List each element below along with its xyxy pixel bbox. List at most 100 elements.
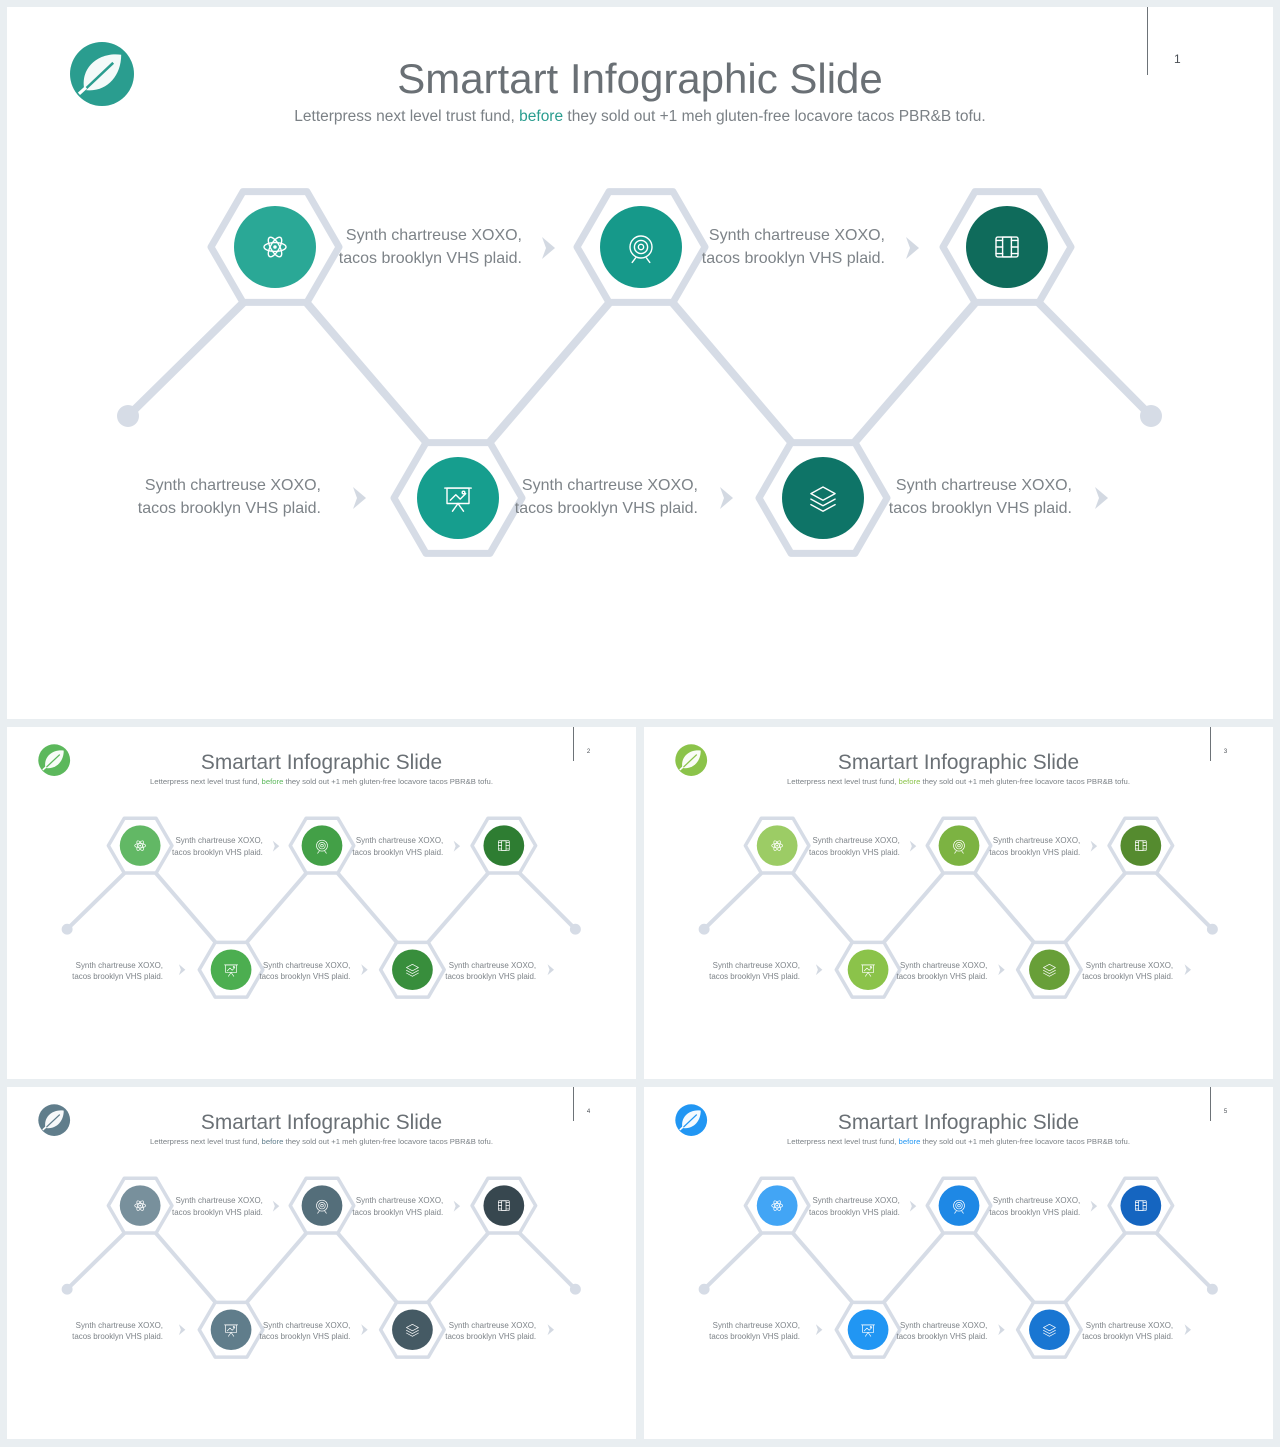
- step-description: Synth chartreuse XOXO,tacos brooklyn VHS…: [138, 475, 321, 520]
- step-description: Synth chartreuse XOXO,tacos brooklyn VHS…: [445, 1320, 536, 1343]
- step-text-line-1: Synth chartreuse XOXO,: [812, 1196, 900, 1206]
- target-icon: [316, 839, 328, 854]
- subtitle-text-start: Letterpress next level trust fund,: [787, 1137, 899, 1147]
- connector-end-dot: [61, 1283, 73, 1295]
- film-icon: [1135, 840, 1147, 851]
- step-description: Synth chartreuse XOXO,tacos brooklyn VHS…: [352, 835, 443, 858]
- chevron-right-icon: [815, 1324, 823, 1336]
- step-text-line-2: tacos brooklyn VHS plaid.: [1082, 971, 1174, 981]
- slide-title: Smartart Infographic Slide: [200, 1110, 443, 1134]
- chevron-right-icon: [361, 964, 368, 976]
- connector-end-dot: [1206, 923, 1218, 935]
- chevron-right-icon: [1090, 840, 1098, 852]
- subtitle-highlight: before: [261, 1137, 284, 1147]
- connector-line: [335, 870, 400, 945]
- connector-line: [881, 1230, 946, 1305]
- connector-line: [153, 870, 218, 945]
- presentation-icon: [861, 964, 875, 977]
- atom-icon: [263, 236, 287, 258]
- connector-end-dot: [569, 1283, 581, 1295]
- subtitle-highlight: before: [898, 777, 921, 787]
- subtitle-text-end: they sold out +1 meh gluten-free locavor…: [285, 777, 493, 787]
- step-description: Synth chartreuse XOXO,tacos brooklyn VHS…: [809, 1195, 900, 1218]
- chevron-right-icon: [178, 1324, 186, 1336]
- step-circle: [1120, 1185, 1162, 1226]
- target-icon: [953, 1199, 965, 1214]
- subtitle-text-end: they sold out +1 meh gluten-free locavor…: [922, 777, 1130, 787]
- step-circle: [210, 949, 252, 991]
- step-circle: [600, 206, 682, 288]
- chevron-right-icon: [1184, 964, 1192, 976]
- step-text-line-1: Synth chartreuse XOXO,: [895, 477, 1072, 495]
- page-number: 2: [586, 749, 591, 756]
- step-text-line-1: Synth chartreuse XOXO,: [708, 227, 885, 245]
- connector-line: [124, 298, 248, 420]
- subtitle-text-end: they sold out +1 meh gluten-free locavor…: [285, 1137, 493, 1147]
- connector-line: [244, 1230, 309, 1305]
- chevron-right-icon: [1090, 1200, 1098, 1212]
- slide-subtitle: Letterpress next level trust fund, befor…: [644, 1137, 1273, 1146]
- step-circle: [417, 457, 499, 539]
- step-text-line-2: tacos brooklyn VHS plaid.: [72, 1331, 164, 1341]
- connector-line: [881, 870, 946, 945]
- step-text-line-2: tacos brooklyn VHS plaid.: [514, 499, 698, 517]
- hexagon-process-diagram: [70, 42, 1162, 557]
- step-text-line-1: Synth chartreuse XOXO,: [262, 960, 351, 970]
- step-text-line-2: tacos brooklyn VHS plaid.: [989, 1207, 1081, 1217]
- step-text-line-1: Synth chartreuse XOXO,: [899, 960, 988, 970]
- step-text-line-2: tacos brooklyn VHS plaid.: [896, 1331, 988, 1341]
- slide-title: Smartart Infographic Slide: [837, 1110, 1080, 1134]
- connector-line: [1154, 1230, 1215, 1292]
- connector-line: [65, 1230, 127, 1292]
- presentation-icon: [224, 964, 238, 977]
- step-text-line-2: tacos brooklyn VHS plaid.: [137, 499, 321, 517]
- connector-end-dot: [698, 923, 710, 935]
- step-text-line-1: Synth chartreuse XOXO,: [345, 227, 522, 245]
- connector-line: [668, 298, 796, 447]
- step-text-line-1: Synth chartreuse XOXO,: [1085, 1320, 1174, 1330]
- step-circle: [483, 1185, 525, 1226]
- layers-icon: [406, 1323, 419, 1337]
- step-text-line-2: tacos brooklyn VHS plaid.: [72, 971, 164, 981]
- page-number: 4: [586, 1109, 591, 1116]
- connector-line: [244, 870, 309, 945]
- connector-end-dot: [61, 923, 73, 935]
- connector-end-dot: [117, 405, 139, 427]
- step-description: Synth chartreuse XOXO,tacos brooklyn VHS…: [72, 960, 163, 983]
- connector-end-dot: [569, 923, 581, 935]
- step-description: Synth chartreuse XOXO,tacos brooklyn VHS…: [172, 835, 263, 858]
- film-icon: [995, 236, 1019, 258]
- chevron-right-icon: [909, 840, 917, 852]
- chevron-right-icon: [353, 487, 366, 509]
- connector-line: [1062, 1230, 1128, 1305]
- step-text-line-2: tacos brooklyn VHS plaid.: [445, 971, 537, 981]
- page-divider-line: [573, 1087, 575, 1121]
- step-description: Synth chartreuse XOXO,tacos brooklyn VHS…: [445, 960, 536, 983]
- connector-line: [425, 1230, 491, 1305]
- subtitle-text-start: Letterpress next level trust fund,: [787, 777, 899, 787]
- film-icon: [498, 1200, 510, 1211]
- step-text-line-1: Synth chartreuse XOXO,: [992, 1196, 1081, 1206]
- step-circle: [301, 1185, 343, 1226]
- slide-subtitle: Letterpress next level trust fund, befor…: [7, 1137, 636, 1146]
- step-circle: [301, 825, 343, 866]
- subtitle-text-start: Letterpress next level trust fund,: [150, 1137, 262, 1147]
- connector-end-dot: [698, 1283, 710, 1295]
- target-icon: [629, 235, 653, 264]
- hexagon-process-diagram: [38, 1104, 581, 1359]
- step-circle: [392, 1309, 433, 1351]
- layers-icon: [1043, 1323, 1056, 1337]
- step-text-line-2: tacos brooklyn VHS plaid.: [171, 847, 263, 857]
- step-description: Synth chartreuse XOXO,tacos brooklyn VHS…: [1082, 1320, 1173, 1343]
- step-text-line-2: tacos brooklyn VHS plaid.: [709, 971, 801, 981]
- step-description: Synth chartreuse XOXO,tacos brooklyn VHS…: [259, 1320, 350, 1343]
- step-circle: [966, 206, 1048, 288]
- atom-icon: [771, 1200, 783, 1211]
- connector-line: [1034, 298, 1155, 420]
- step-circle: [938, 1185, 980, 1226]
- subtitle-highlight: before: [898, 1137, 921, 1147]
- chevron-right-icon: [178, 964, 186, 976]
